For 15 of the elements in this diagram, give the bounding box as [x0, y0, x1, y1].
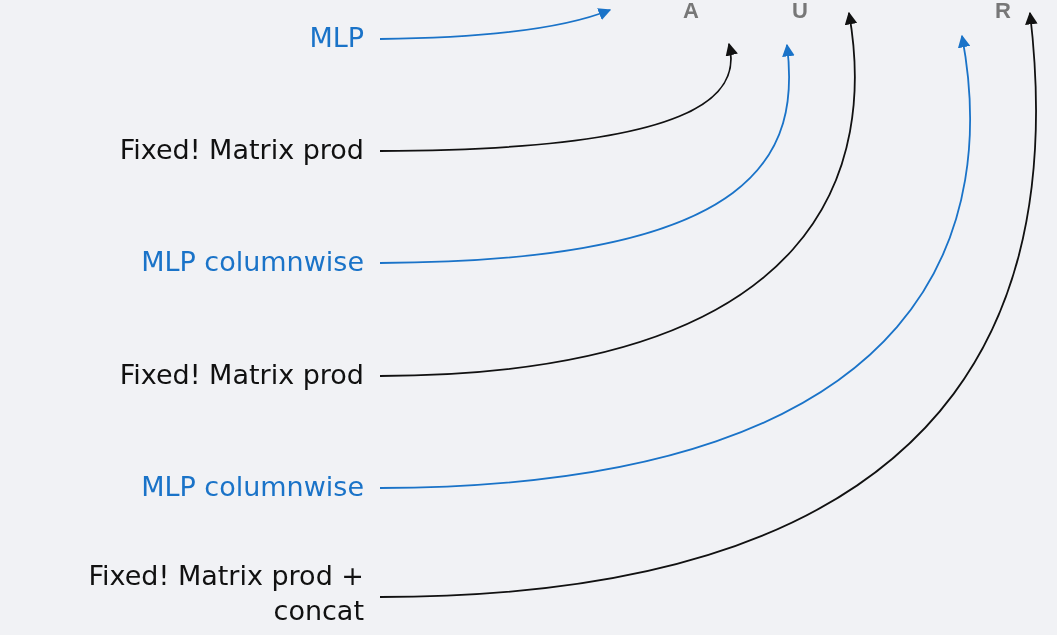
letter-label: U — [792, 0, 808, 22]
letter-label: R — [995, 0, 1011, 22]
arrow — [379, 42, 737, 152]
annotation-text: Fixed! Matrix prod + concat — [87, 559, 364, 629]
arrow — [379, 43, 795, 264]
arrow — [379, 7, 612, 40]
arrow — [379, 34, 971, 489]
annotation-text: Fixed! Matrix prod — [119, 358, 364, 392]
arrow — [379, 11, 1038, 598]
letter-label: A — [683, 0, 699, 22]
annotation-text: MLP columnwise — [141, 245, 364, 279]
annotation-text: Fixed! Matrix prod — [119, 133, 364, 167]
annotation-text: MLP columnwise — [141, 470, 364, 504]
arrow — [379, 11, 857, 377]
annotation-text: MLP — [309, 21, 364, 55]
